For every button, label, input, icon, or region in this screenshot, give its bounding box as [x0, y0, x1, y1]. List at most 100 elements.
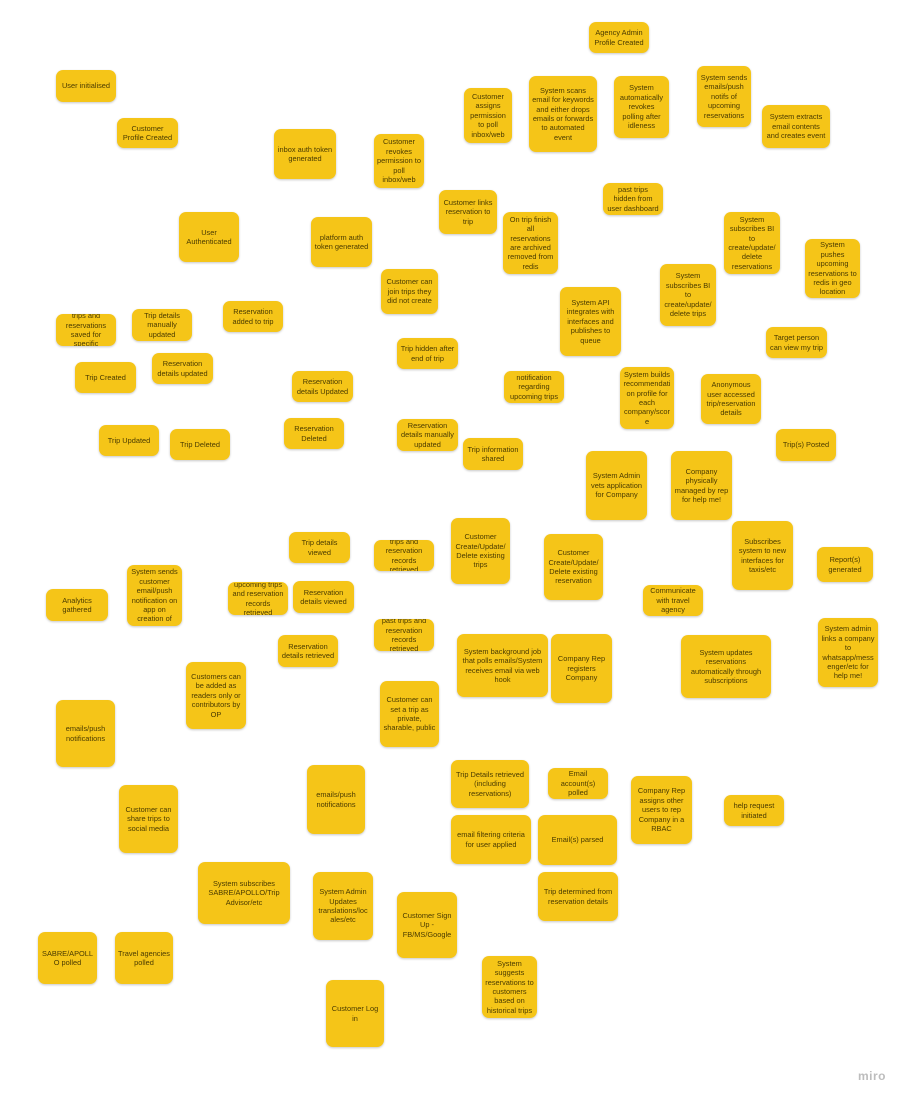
sticky-note-text: System extracts email contents and creat…: [766, 112, 826, 141]
sticky-note-trip-s-posted[interactable]: Trip(s) Posted: [776, 429, 836, 461]
sticky-note-text: Anonymous user accessed trip/reservation…: [706, 380, 756, 418]
sticky-note-email-account-s-polled[interactable]: Email account(s) polled: [548, 768, 608, 799]
sticky-note-reservation-added-to-trip[interactable]: Reservation added to trip: [223, 301, 283, 332]
sticky-note-system-admin-links-a-company-to-whatsapp[interactable]: System admin links a company to whatsapp…: [818, 618, 878, 687]
sticky-note-system-sends-emails-push-notifs-of-upcom[interactable]: System sends emails/push notifs of upcom…: [697, 66, 751, 127]
sticky-note-text: Company Rep registers Company: [557, 654, 606, 683]
sticky-note-system-subscribes-bi-to-create-update-de[interactable]: System subscribes BI to create/update/ d…: [724, 212, 780, 274]
sticky-note-reservation-details-manually-updated[interactable]: Reservation details manually updated: [397, 419, 458, 451]
sticky-note-system-suggests-reservations-to-customer[interactable]: System suggests reservations to customer…: [482, 956, 537, 1018]
sticky-note-reservation-details-updated[interactable]: Reservation details Updated: [292, 371, 353, 402]
sticky-note-reservation-details-viewed[interactable]: Reservation details viewed: [293, 581, 354, 613]
sticky-note-text: email filtering criteria for user applie…: [457, 830, 525, 849]
sticky-note-system-extracts-email-contents-and-creat[interactable]: System extracts email contents and creat…: [762, 105, 830, 148]
sticky-note-sabre-apollo-polled[interactable]: SABRE/APOLLO polled: [38, 932, 97, 984]
sticky-note-customer-log-in[interactable]: Customer Log in: [326, 980, 384, 1047]
sticky-note-text: Subscribes system to new interfaces for …: [738, 536, 787, 574]
sticky-note-customer-create-update-delete-existing-r[interactable]: Customer Create/Update/ Delete existing …: [544, 534, 603, 600]
sticky-note-reservation-deleted[interactable]: Reservation Deleted: [284, 418, 344, 449]
sticky-note-on-trip-finish-all-reservations-are-arch[interactable]: On trip finish all reservations are arch…: [503, 212, 558, 274]
sticky-note-text: Trip details manually updated: [144, 310, 180, 339]
sticky-note-text: System subscribes BI to create/update/ d…: [728, 214, 776, 271]
sticky-note-trip-details-retrieved-including-reserva[interactable]: Trip Details retrieved (including reserv…: [451, 760, 529, 808]
sticky-note-emails-push-notifications[interactable]: emails/push notifications: [307, 765, 365, 834]
sticky-note-trip-determined-from-reservation-details[interactable]: Trip determined from reservation details: [538, 872, 618, 921]
sticky-note-system-subscribes-sabre-apollo-trip-advi[interactable]: System subscribes SABRE/APOLLO/Trip Advi…: [198, 862, 290, 924]
sticky-note-report-s-generated[interactable]: Report(s) generated: [817, 547, 873, 582]
sticky-note-text: Customer Log in: [331, 1004, 379, 1023]
sticky-note-system-automatically-revokes-polling-aft[interactable]: System automatically revokes polling aft…: [614, 76, 669, 138]
sticky-note-system-subscribes-bi-to-create-update-de[interactable]: System subscribes BI to create/update/ d…: [660, 264, 716, 326]
sticky-note-text: trips and reservations saved for specifi…: [65, 314, 107, 346]
sticky-note-customer-can-join-trips-they-did-not-cre[interactable]: Customer can join trips they did not cre…: [381, 269, 438, 314]
sticky-note-text: Trip Created: [85, 372, 126, 382]
sticky-note-notification-regarding-upcoming-trips[interactable]: notification regarding upcoming trips: [504, 371, 564, 403]
sticky-note-user-authenticated[interactable]: User Authenticated: [179, 212, 239, 262]
sticky-note-trip-information-shared[interactable]: Trip information shared: [463, 438, 523, 470]
sticky-note-travel-agencies-polled[interactable]: Travel agencies polled: [115, 932, 173, 984]
sticky-note-trip-updated[interactable]: Trip Updated: [99, 425, 159, 456]
sticky-note-system-admin-updates-translations-loc-al[interactable]: System Admin Updates translations/loc al…: [313, 872, 373, 940]
sticky-note-trip-details-viewed[interactable]: Trip details viewed: [289, 532, 350, 563]
sticky-note-system-background-job-that-polls-emails-[interactable]: System background job that polls emails/…: [457, 634, 548, 697]
sticky-note-customer-assigns-permission-to-poll-inbo[interactable]: Customer assigns permission to poll inbo…: [464, 88, 512, 143]
sticky-note-emails-push-notifications[interactable]: emails/push notifications: [56, 700, 115, 767]
sticky-note-email-filtering-criteria-for-user-applie[interactable]: email filtering criteria for user applie…: [451, 815, 531, 864]
sticky-note-system-scans-email-for-keywords-and-eith[interactable]: System scans email for keywords and eith…: [529, 76, 597, 152]
sticky-note-text: System updates reservations automaticall…: [690, 647, 762, 685]
sticky-note-subscribes-system-to-new-interfaces-for-[interactable]: Subscribes system to new interfaces for …: [732, 521, 793, 590]
sticky-note-text: System subscribes BI to create/update/ d…: [664, 271, 712, 319]
sticky-note-trip-created[interactable]: Trip Created: [75, 362, 136, 393]
sticky-note-customer-create-update-delete-existing-t[interactable]: Customer Create/Update/ Delete existing …: [451, 518, 510, 584]
sticky-note-text: Trip determined from reservation details: [543, 887, 613, 906]
sticky-note-text: Customer links reservation to trip: [443, 197, 493, 226]
sticky-note-system-admin-vets-application-for-compan[interactable]: System Admin vets application for Compan…: [586, 451, 647, 520]
sticky-note-target-person-can-view-my-trip[interactable]: Target person can view my trip: [766, 327, 827, 358]
sticky-note-text: System sends emails/push notifs of upcom…: [700, 72, 748, 120]
sticky-note-trips-and-reservation-records-retrieved[interactable]: trips and reservation records retrieved: [374, 540, 434, 571]
sticky-note-inbox-auth-token-generated[interactable]: inbox auth token generated: [274, 129, 336, 179]
sticky-note-email-s-parsed[interactable]: Email(s) parsed: [538, 815, 617, 865]
sticky-note-text: Trip(s) Posted: [782, 440, 830, 450]
sticky-note-text: System builds recommendati on profile fo…: [623, 369, 671, 426]
sticky-note-company-rep-assigns-other-users-to-rep-c[interactable]: Company Rep assigns other users to rep C…: [631, 776, 692, 844]
sticky-note-platform-auth-token-generated[interactable]: platform auth token generated: [311, 217, 372, 267]
sticky-note-trip-deleted[interactable]: Trip Deleted: [170, 429, 230, 460]
sticky-note-text: platform auth token generated: [314, 232, 369, 251]
sticky-note-company-rep-registers-company[interactable]: Company Rep registers Company: [551, 634, 612, 703]
sticky-note-text: System sends customer email/push notific…: [131, 567, 178, 624]
sticky-note-system-sends-customer-email-push-notific[interactable]: System sends customer email/push notific…: [127, 565, 182, 626]
sticky-note-analytics-gathered[interactable]: Analytics gathered: [46, 589, 108, 621]
sticky-note-customer-sign-up-fb-ms-google[interactable]: Customer Sign Up - FB/MS/Google: [397, 892, 457, 958]
sticky-note-company-physically-managed-by-rep-for-he[interactable]: Company physically managed by rep for he…: [671, 451, 732, 520]
sticky-note-help-request-initiated[interactable]: help request initiated: [724, 795, 784, 826]
sticky-note-text: System automatically revokes polling aft…: [619, 83, 664, 131]
sticky-note-system-pushes-upcoming-reservations-to-r[interactable]: System pushes upcoming reservations to r…: [805, 239, 860, 298]
sticky-note-text: inbox auth token generated: [277, 144, 333, 163]
sticky-note-system-updates-reservations-automaticall[interactable]: System updates reservations automaticall…: [681, 635, 771, 698]
sticky-note-trips-and-reservations-saved-for-specifi[interactable]: trips and reservations saved for specifi…: [56, 314, 116, 346]
sticky-note-anonymous-user-accessed-trip-reservation[interactable]: Anonymous user accessed trip/reservation…: [701, 374, 761, 424]
sticky-note-trip-hidden-after-end-of-trip[interactable]: Trip hidden after end of trip: [397, 338, 458, 369]
sticky-note-user-initialised[interactable]: User initialised: [56, 70, 116, 102]
sticky-note-system-api-integrates-with-interfaces-an[interactable]: System API integrates with interfaces an…: [560, 287, 621, 356]
sticky-note-trip-details-manually-updated[interactable]: Trip details manually updated: [132, 309, 192, 341]
sticky-note-agency-admin-profile-created[interactable]: Agency Admin Profile Created: [589, 22, 649, 53]
sticky-note-customer-profile-created[interactable]: Customer Profile Created: [117, 118, 178, 148]
sticky-note-text: System Admin Updates translations/loc al…: [318, 887, 368, 925]
sticky-note-customer-revokes-permission-to-poll-inbo[interactable]: Customer revokes permission to poll inbo…: [374, 134, 424, 188]
sticky-note-text: Reservation details viewed: [300, 587, 347, 606]
sticky-note-system-builds-recommendati-on-profile-fo[interactable]: System builds recommendati on profile fo…: [620, 367, 674, 429]
sticky-note-communicate-with-travel-agency[interactable]: Communicate with travel agency: [643, 585, 703, 616]
sticky-note-customer-can-share-trips-to-social-media[interactable]: Customer can share trips to social media: [119, 785, 178, 853]
sticky-note-text: User initialised: [61, 81, 111, 91]
sticky-note-customer-links-reservation-to-trip[interactable]: Customer links reservation to trip: [439, 190, 497, 234]
sticky-note-past-trips-hidden-from-user-dashboard[interactable]: past trips hidden from user dashboard: [603, 183, 663, 215]
sticky-note-reservation-details-updated[interactable]: Reservation details updated: [152, 353, 213, 384]
sticky-note-upcoming-trips-and-reservation-records-r[interactable]: upcoming trips and reservation records r…: [228, 582, 288, 615]
sticky-note-customer-can-set-a-trip-as-private-shara[interactable]: Customer can set a trip as private, shar…: [380, 681, 439, 747]
sticky-note-reservation-details-retrieved[interactable]: Reservation details retrieved: [278, 635, 338, 667]
sticky-note-customers-can-be-added-as-readers-only-o[interactable]: Customers can be added as readers only o…: [186, 662, 246, 729]
sticky-note-past-trips-and-reservation-records-retri[interactable]: past trips and reservation records retri…: [374, 619, 434, 651]
